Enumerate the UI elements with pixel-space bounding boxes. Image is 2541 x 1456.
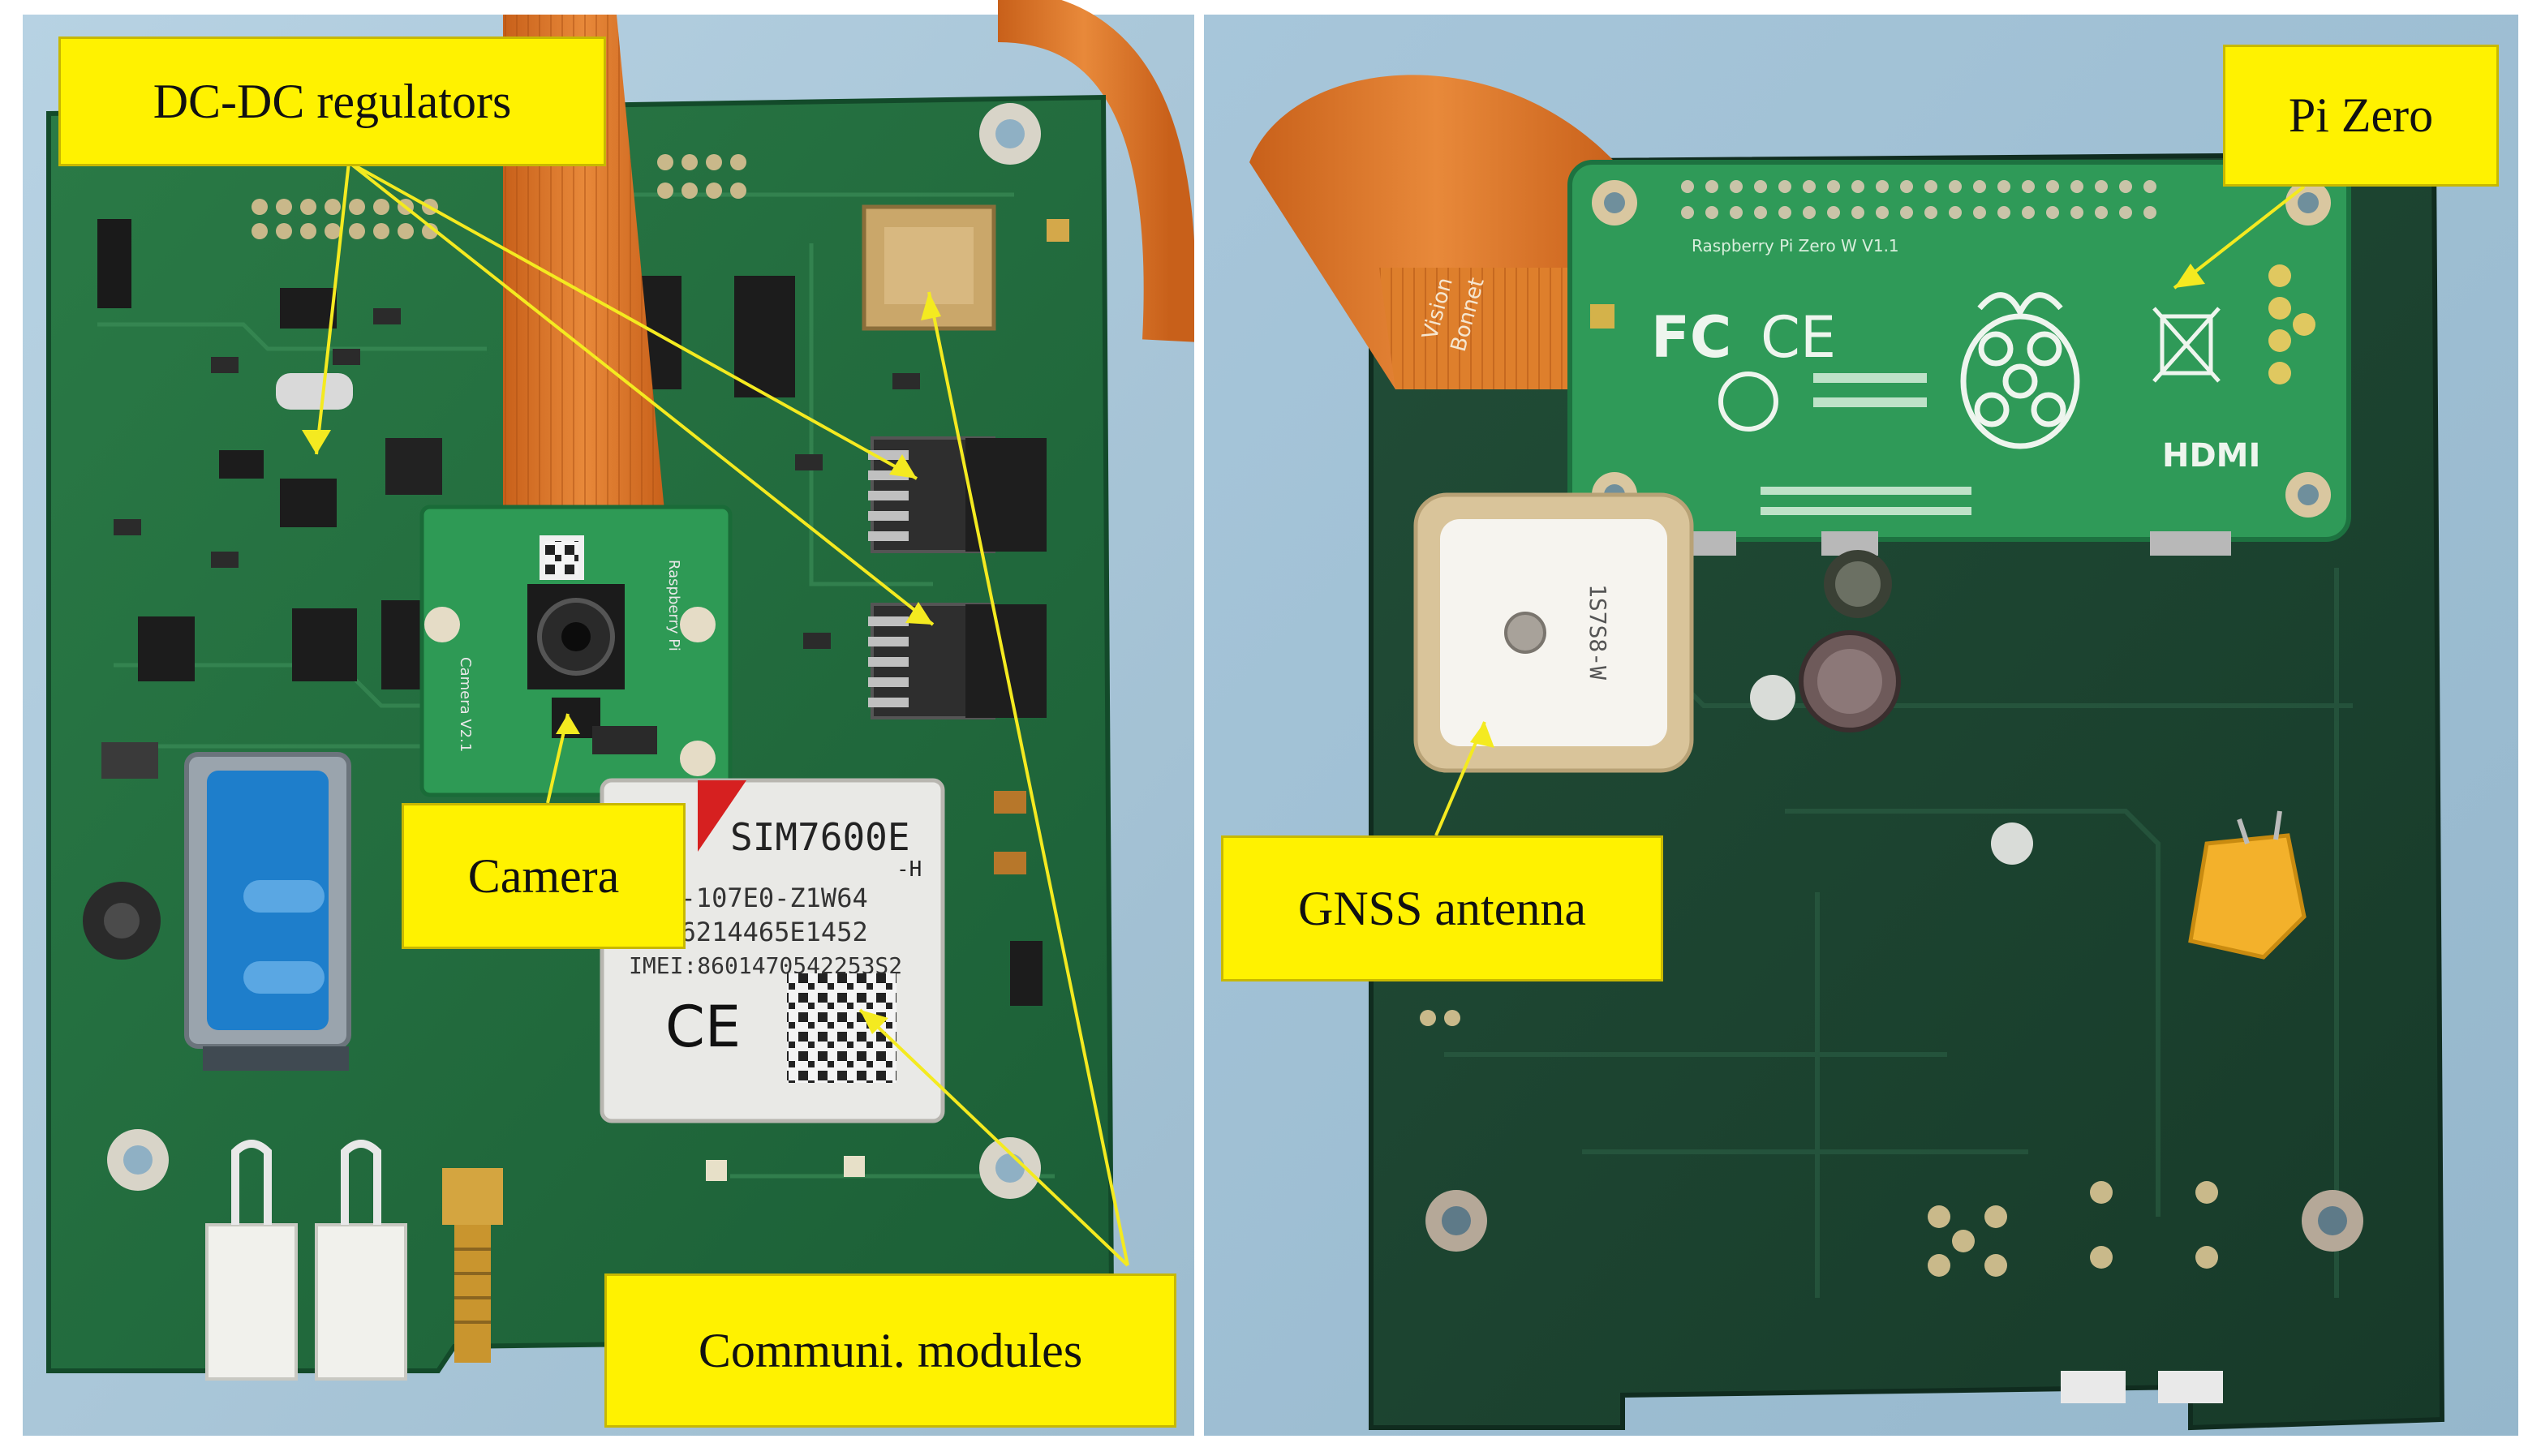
sim-card-holder	[184, 752, 351, 1071]
dc-dc-regulator-1	[868, 436, 1047, 553]
camera-brand-text: Raspberry Pi	[665, 560, 682, 651]
right-photo: Vision Bonnet FC CE Raspberry Pi Zero W …	[1204, 15, 2518, 1436]
pi-ribbon-cable: Vision Bonnet	[1249, 75, 1623, 389]
module-suffix-text: -H	[896, 857, 922, 882]
sma-connector	[442, 1168, 503, 1363]
certification-circle-icon	[1718, 372, 1778, 432]
capacitors	[1799, 550, 1901, 732]
gnss-antenna: 1S7S8-W	[1413, 492, 1694, 773]
pi-brand-text: Raspberry Pi Zero W V1.1	[1692, 236, 1899, 256]
label-dc-dc-regulators: DC-DC regulators	[58, 37, 606, 166]
pi-fc-mark: FC	[1651, 304, 1731, 371]
module-model-text: SIM7600E	[730, 815, 910, 859]
camera-board-text: Camera V2.1	[457, 657, 474, 752]
sim7600e-module: SIM7600E -H S2-107E0-Z1W64 P06214465E145…	[600, 778, 945, 1123]
left-arrowheads	[302, 292, 941, 1034]
pi-hdmi-text: HDMI	[2162, 437, 2260, 475]
left-callout-lines	[315, 161, 1129, 1267]
power-connectors	[205, 1140, 407, 1381]
module-ce-mark: CE	[665, 994, 741, 1060]
smd-chips	[138, 276, 1043, 1006]
dc-dc-regulator-2	[868, 603, 1047, 719]
right-arrowheads	[1470, 264, 2205, 748]
label-pi-zero: Pi Zero	[2223, 45, 2499, 187]
wireless-module	[862, 204, 996, 331]
left-photo: Camera V2.1 Raspberry Pi SIM7600E -H S2-…	[23, 0, 1196, 1436]
camera-module: Camera V2.1 Raspberry Pi	[419, 505, 733, 797]
pi-ce-mark: CE	[1761, 304, 1836, 371]
right-mounting-holes	[1425, 1190, 2363, 1252]
yellow-capacitor	[2188, 810, 2307, 960]
pi-zero-board: FC CE Raspberry Pi Zero W V1.1 HDMI	[1567, 160, 2351, 556]
mounting-holes	[107, 103, 1041, 1199]
raspberry-logo-icon	[1960, 292, 2080, 449]
label-communication-modules: Communi. modules	[604, 1273, 1176, 1428]
label-gnss-antenna: GNSS antenna	[1221, 835, 1663, 981]
label-camera: Camera	[402, 803, 686, 949]
antenna-code-text: 1S7S8-W	[1584, 584, 1611, 680]
weee-bin-icon	[2152, 307, 2221, 383]
inductor	[83, 882, 161, 960]
